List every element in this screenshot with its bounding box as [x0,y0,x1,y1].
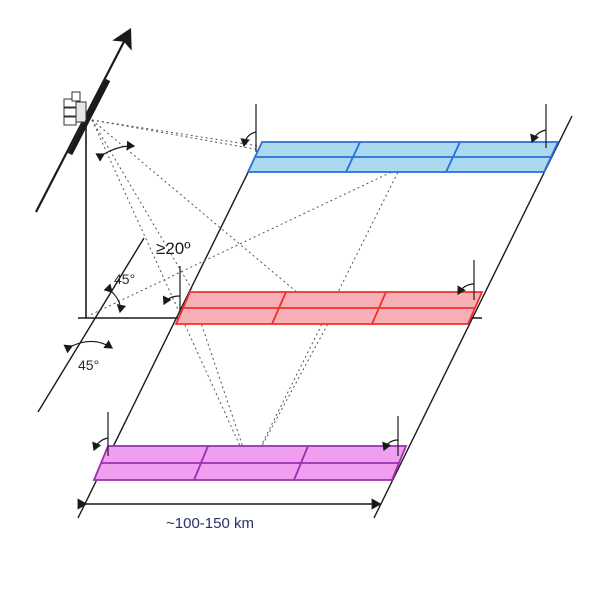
look-angle-arc [95,140,136,162]
swath-magenta [92,445,408,481]
incidence-angle-label: ≥20º [156,239,190,258]
angle-arc-top [103,283,127,314]
angle-label-top: 45° [114,271,135,287]
incidence-arc [162,295,181,306]
corner-incidence-ticks [92,104,547,456]
angle-arc-bottom [63,340,113,354]
satellite-icon [63,78,111,156]
angle-label-bottom: 45° [78,357,99,373]
swath-far-edge [373,115,573,519]
swath-width-label: ~100-150 km [166,515,254,532]
ground-track-line [37,237,145,413]
swath-blue [246,141,560,173]
swath-red [174,291,484,325]
